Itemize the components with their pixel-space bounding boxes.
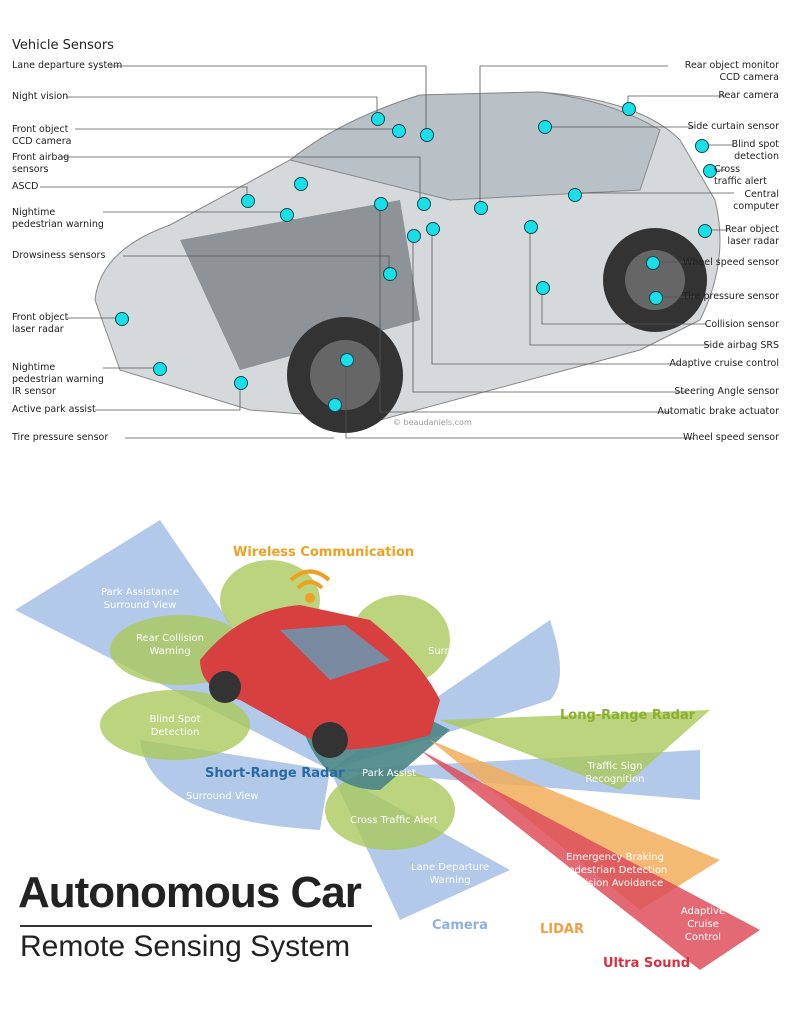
sensor-dot — [426, 222, 440, 236]
legend-wireless: Wireless Communication — [233, 545, 415, 560]
sensor-dot — [622, 102, 636, 116]
wireless-icon — [289, 569, 331, 603]
label-front-laser-radar: Front object laser radar — [12, 312, 69, 335]
label-front-airbag: Front airbag sensors — [12, 152, 70, 175]
label-cross-traffic: Cross traffic alert — [714, 164, 767, 187]
sensor-dot — [241, 194, 255, 208]
zone-label-park-assistance: Park Assistance Surround View — [100, 587, 180, 611]
label-brake-actuator: Automatic brake actuator — [657, 406, 779, 417]
sensor-dot — [392, 124, 406, 138]
label-rear-ccd: Rear object monitor CCD camera — [684, 60, 779, 83]
vehicle-sensors-title: Vehicle Sensors — [12, 38, 114, 53]
zone-lidar — [430, 740, 720, 910]
car-red — [200, 605, 440, 758]
sensor-dot — [234, 376, 248, 390]
sensor-dot — [383, 267, 397, 281]
label-adaptive-cruise: Adaptive cruise control — [669, 358, 779, 369]
sensor-dot — [420, 128, 434, 142]
label-side-airbag: Side airbag SRS — [703, 340, 780, 351]
zone-label-lane-departure: Lane Departure Warning — [410, 862, 490, 886]
sensor-dot — [371, 112, 385, 126]
sensor-dot — [703, 164, 717, 178]
sensor-dot — [695, 139, 709, 153]
label-rear-laser-radar: Rear object laser radar — [724, 224, 779, 247]
legend-camera: Camera — [432, 918, 488, 933]
label-night-vision: Night vision — [12, 91, 69, 102]
zone-label-traffic-sign: Traffic Sign Recognition — [585, 761, 645, 785]
zone-label-adaptive: Adaptive Cruise Control — [680, 906, 726, 943]
zone-label-surround-right: Surround View — [428, 646, 501, 657]
zone-ultrasound — [420, 750, 760, 970]
label-tire-pressure-front: Tire pressure sensor — [12, 432, 109, 443]
sensor-dot — [474, 201, 488, 215]
zone-blind-spot — [100, 690, 250, 760]
zone-surround-left — [140, 740, 330, 830]
sensor-dot — [280, 208, 294, 222]
credit: © beaudaniels.com — [393, 418, 472, 427]
zone-label-cross-traffic: Cross Traffic Alert — [350, 815, 438, 826]
sensor-dot — [649, 291, 663, 305]
zone-cross-traffic — [325, 770, 455, 850]
label-wheel-speed-rear: Wheel speed sensor — [683, 257, 779, 268]
label-side-curtain: Side curtain sensor — [687, 121, 779, 132]
zone-label-rear-collision: Rear Collision Warning — [136, 633, 204, 657]
zone-label-park-assist: Park Assist — [362, 768, 416, 779]
label-ir-sensor: Nightime pedestrian warning IR sensor — [12, 362, 104, 397]
label-blind-spot: Blind spot detection — [731, 139, 779, 162]
label-drowsiness: Drowsiness sensors — [12, 250, 106, 261]
sensor-dot — [328, 398, 342, 412]
legend-short-range: Short-Range Radar — [205, 766, 345, 781]
sensor-dot — [538, 120, 552, 134]
sensor-dot — [417, 197, 431, 211]
sensor-dot — [698, 224, 712, 238]
sensor-dot — [524, 220, 538, 234]
label-steering-angle: Steering Angle sensor — [674, 386, 779, 397]
label-front-ccd: Front object CCD camera — [12, 124, 72, 147]
legend-long-range: Long-Range Radar — [560, 708, 696, 723]
label-collision: Collision sensor — [704, 319, 779, 330]
label-ascd: ASCD — [12, 181, 39, 192]
sensor-dot — [374, 197, 388, 211]
subtitle: Remote Sensing System — [20, 930, 351, 963]
label-central-computer: Central computer — [733, 189, 779, 212]
car-illustration — [94, 91, 721, 433]
zone-long-range — [440, 710, 710, 790]
sensor-dot — [294, 177, 308, 191]
sensor-dot — [340, 353, 354, 367]
legend-ultrasound: Ultra Sound — [603, 956, 691, 971]
title-divider — [20, 925, 372, 927]
sensor-zones — [15, 520, 760, 970]
zone-label-surround-left: Surround View — [186, 791, 259, 802]
zone-label-blind-spot: Blind Spot Detection — [149, 714, 201, 738]
sensor-dot — [568, 188, 582, 202]
label-tire-pressure-rear: Tire pressure sensor — [682, 291, 779, 302]
label-active-park-assist: Active park assist — [12, 404, 96, 415]
legend-lidar: LIDAR — [540, 922, 584, 937]
label-lane-departure: Lane departure system — [12, 60, 123, 71]
sensor-dot — [153, 362, 167, 376]
zone-label-emergency: Emergency Braking Pedestrian Detection C… — [562, 852, 668, 889]
label-wheel-speed-front: Wheel speed sensor — [683, 432, 779, 443]
sensor-dot — [407, 229, 421, 243]
sensor-dot — [536, 281, 550, 295]
sensor-dot — [115, 312, 129, 326]
main-title: Autonomous Car — [18, 868, 362, 917]
label-nightime-pedestrian: Nightime pedestrian warning — [12, 207, 104, 230]
label-rear-camera: Rear camera — [718, 90, 779, 101]
sensor-dot — [646, 256, 660, 270]
